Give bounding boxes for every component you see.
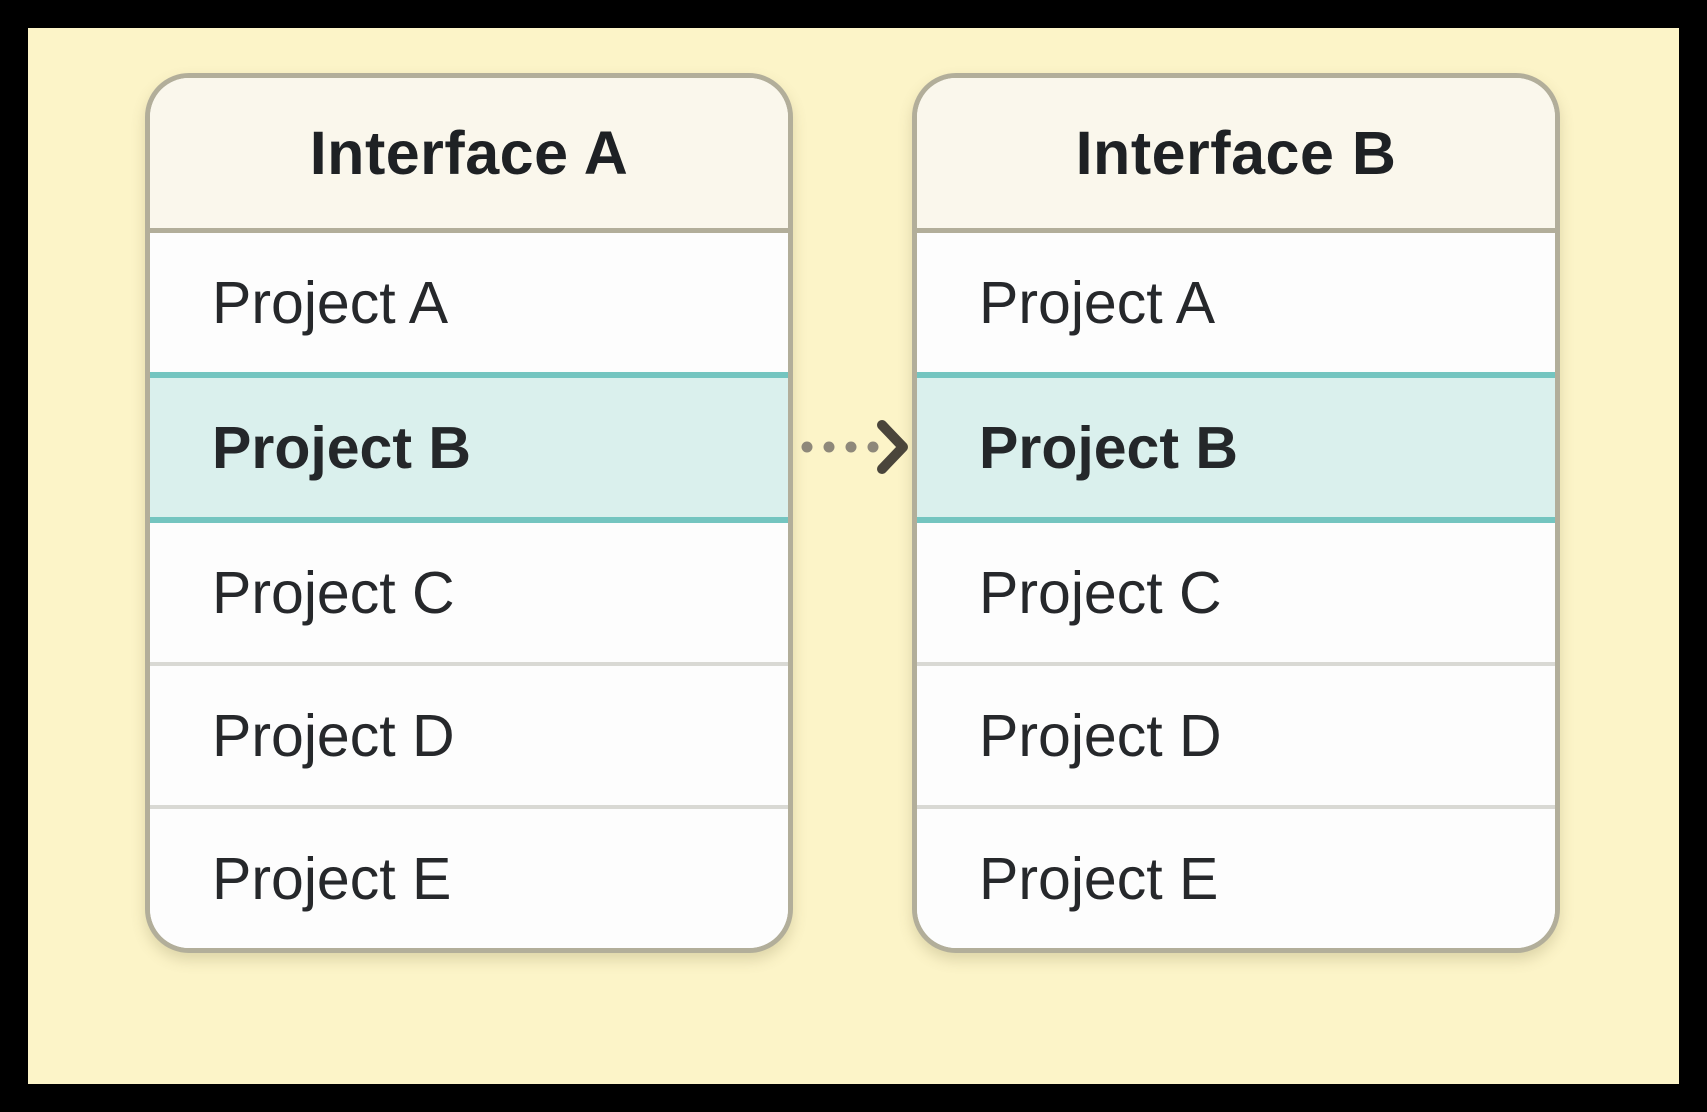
panel-interface-a: Interface A Project A Project B Project … — [145, 73, 793, 953]
list-item-project-d[interactable]: Project D — [917, 662, 1555, 805]
dotted-sync-arrow-icon — [801, 420, 908, 474]
list-item-project-b-selected[interactable]: Project B — [150, 372, 788, 523]
list-item-project-a[interactable]: Project A — [917, 233, 1555, 372]
list-item-project-c[interactable]: Project C — [150, 523, 788, 662]
project-list-a: Project A Project B Project C Project D … — [150, 233, 788, 948]
list-item-project-b-selected[interactable]: Project B — [917, 372, 1555, 523]
list-item-project-a[interactable]: Project A — [150, 233, 788, 372]
panel-title-interface-b: Interface B — [917, 78, 1555, 233]
panel-interface-b: Interface B Project A Project B Project … — [912, 73, 1560, 953]
diagram-background: Interface A Project A Project B Project … — [28, 28, 1679, 1084]
list-item-project-e[interactable]: Project E — [917, 805, 1555, 948]
list-item-project-c[interactable]: Project C — [917, 523, 1555, 662]
project-list-b: Project A Project B Project C Project D … — [917, 233, 1555, 948]
list-item-project-d[interactable]: Project D — [150, 662, 788, 805]
list-item-project-e[interactable]: Project E — [150, 805, 788, 948]
panel-title-interface-a: Interface A — [150, 78, 788, 233]
